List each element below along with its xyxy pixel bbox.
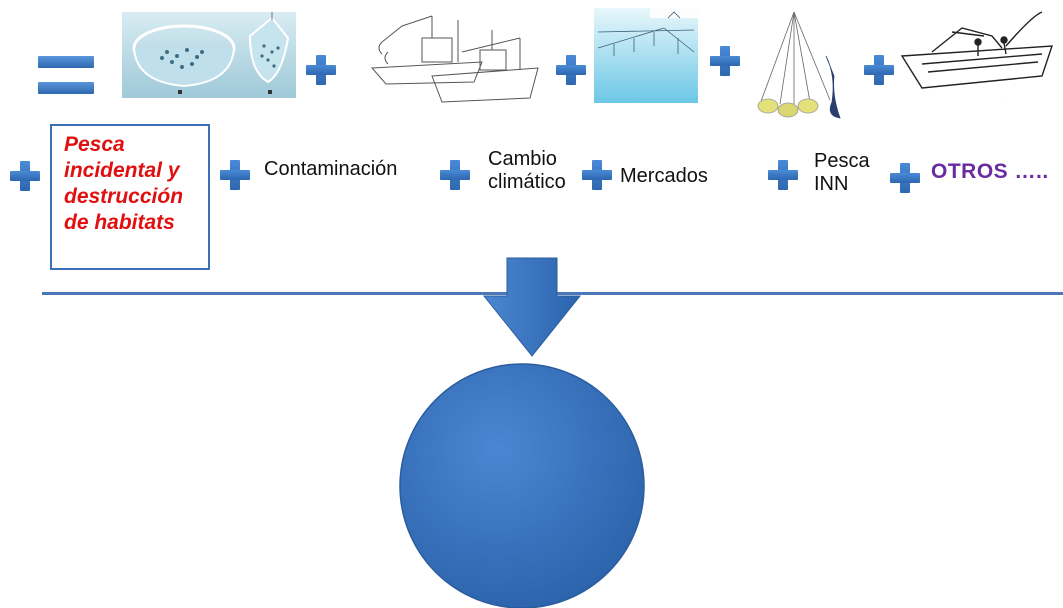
plus-icon — [440, 160, 470, 190]
plus-icon — [556, 55, 586, 85]
trawler-boat-image — [362, 12, 544, 108]
fishing-net-image — [122, 12, 296, 98]
plus-icon — [582, 160, 612, 190]
label-contaminacion: Contaminación — [264, 158, 398, 180]
sport-fishing-boat-image: . — [892, 6, 1062, 106]
equals-icon — [38, 56, 94, 98]
label-otros: OTROS ….. — [931, 160, 1049, 183]
longline-image — [594, 8, 698, 103]
svg-text:.: . — [1002, 94, 1003, 99]
swordfish-image — [750, 6, 852, 124]
plus-icon — [306, 55, 336, 85]
label-pesca-inn: Pesca INN — [814, 150, 870, 195]
plus-icon — [890, 163, 920, 193]
label-pesca-incidental: Pesca incidental y destrucción de habita… — [64, 133, 184, 234]
highlight-box — [50, 124, 210, 270]
label-cambio-climatico: Cambio climático — [488, 148, 566, 193]
result-circle — [399, 363, 645, 608]
label-mercados: Mercados — [620, 165, 708, 187]
down-arrow-icon — [482, 257, 582, 357]
plus-icon — [768, 160, 798, 190]
plus-icon — [710, 46, 740, 76]
plus-icon — [10, 161, 40, 191]
plus-icon — [864, 55, 894, 85]
plus-icon — [220, 160, 250, 190]
